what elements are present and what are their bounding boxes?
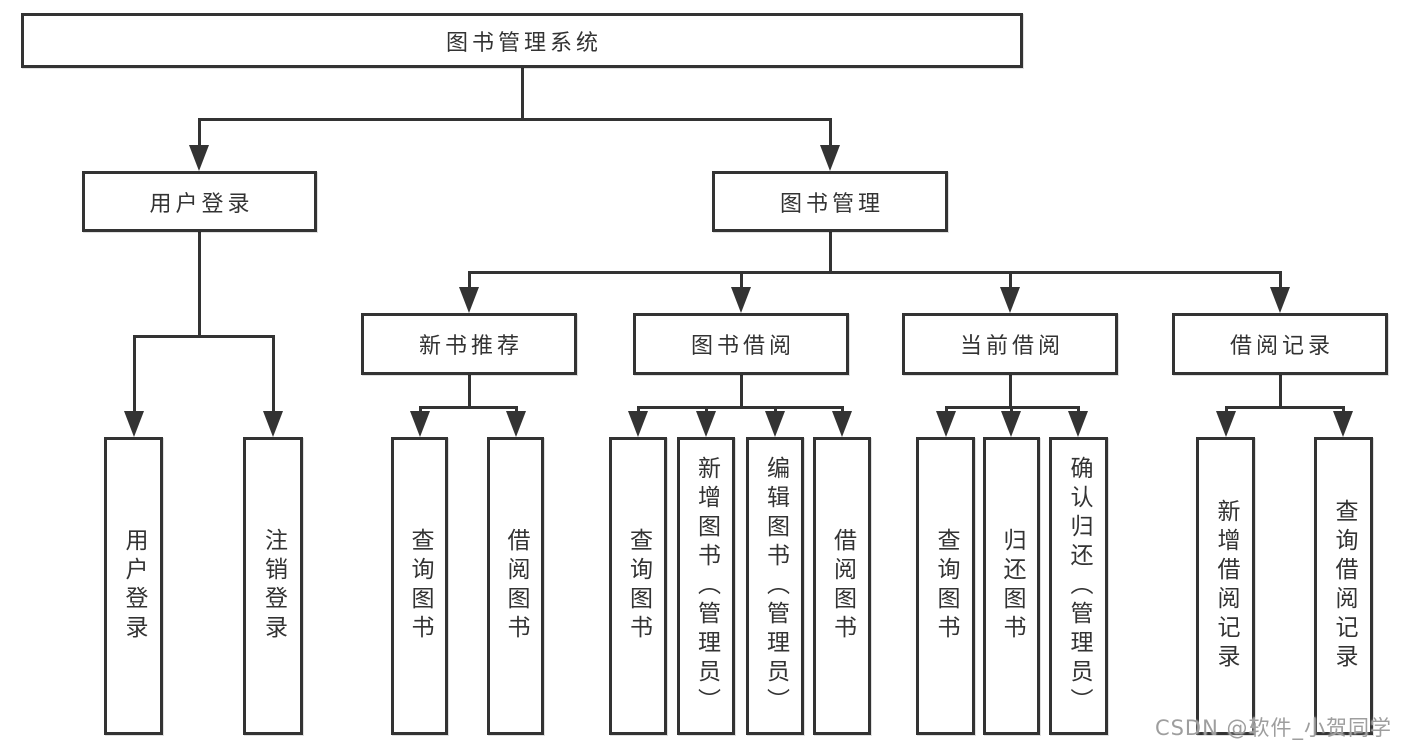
- leaf-recommend-query-book: 查询图书: [391, 437, 448, 735]
- connector-line: [1341, 407, 1345, 413]
- connector-line: [1076, 407, 1080, 413]
- node-borrow-record-label: 借阅记录: [1229, 334, 1334, 359]
- connector-line: [1278, 272, 1282, 289]
- connector-line: [197, 119, 201, 147]
- leaf-user-login-label: 用户登录: [121, 528, 147, 644]
- connector-line: [704, 407, 708, 413]
- leaf-borrow-borrow-book: 借阅图书: [813, 437, 871, 735]
- leaf-add-borrow-record-label: 新增借阅记录: [1213, 499, 1239, 673]
- arrowhead-icon: [1001, 411, 1021, 437]
- leaf-logout-label: 注销登录: [260, 528, 287, 644]
- connector-line: [1008, 375, 1012, 407]
- connector-line: [467, 272, 471, 289]
- connector-line: [739, 375, 743, 407]
- leaf-current-query-book: 查询图书: [916, 437, 975, 735]
- leaf-add-book-admin-label: 新增图书（管理员）: [693, 455, 720, 717]
- connector-line: [514, 407, 518, 413]
- arrowhead-icon: [696, 411, 716, 437]
- connector-line: [418, 405, 518, 409]
- node-book-management-label: 图书管理: [779, 191, 884, 217]
- leaf-add-borrow-record: 新增借阅记录: [1196, 437, 1255, 735]
- arrowhead-icon: [189, 145, 209, 171]
- leaf-query-borrow-record: 查询借阅记录: [1314, 437, 1373, 735]
- node-user-login-label: 用户登录: [149, 191, 254, 217]
- connector-line: [840, 407, 844, 413]
- leaf-confirm-return-admin: 确认归还（管理员）: [1049, 437, 1108, 735]
- leaf-confirm-return-admin-label: 确认归还（管理员）: [1066, 455, 1092, 717]
- connector-line: [197, 232, 201, 336]
- leaf-query-borrow-record-label: 查询借阅记录: [1331, 499, 1357, 673]
- connector-line: [828, 119, 832, 147]
- connector-line: [1278, 375, 1282, 407]
- node-user-login: 用户登录: [82, 171, 317, 232]
- node-current-borrow: 当前借阅: [902, 313, 1118, 375]
- leaf-user-login: 用户登录: [104, 437, 163, 735]
- leaf-recommend-query-book-label: 查询图书: [407, 528, 433, 644]
- arrowhead-icon: [628, 411, 648, 437]
- connector-line: [467, 270, 1282, 274]
- connector-line: [1224, 405, 1345, 409]
- connector-line: [739, 272, 743, 289]
- connector-line: [1008, 272, 1012, 289]
- connector-line: [636, 407, 640, 413]
- connector-line: [418, 407, 422, 413]
- connector-line: [828, 232, 832, 272]
- node-book-management: 图书管理: [712, 171, 948, 232]
- leaf-recommend-borrow-book-label: 借阅图书: [503, 528, 529, 644]
- connector-line: [636, 405, 844, 409]
- arrowhead-icon: [459, 287, 479, 313]
- arrowhead-icon: [1270, 287, 1290, 313]
- leaf-edit-book-admin-label: 编辑图书（管理员）: [762, 455, 789, 717]
- node-new-book-recommend: 新书推荐: [361, 313, 577, 375]
- arrowhead-icon: [506, 411, 526, 437]
- node-borrow-record: 借阅记录: [1172, 313, 1388, 375]
- node-book-borrow: 图书借阅: [633, 313, 849, 375]
- connector-line: [520, 68, 524, 119]
- leaf-return-book-label: 归还图书: [999, 528, 1025, 644]
- leaf-add-book-admin: 新增图书（管理员）: [677, 437, 735, 735]
- node-new-book-recommend-label: 新书推荐: [418, 334, 523, 359]
- connector-line: [197, 117, 832, 121]
- connector-line: [773, 407, 777, 413]
- arrowhead-icon: [936, 411, 956, 437]
- node-root-label: 图书管理系统: [445, 30, 602, 56]
- arrowhead-icon: [731, 287, 751, 313]
- leaf-borrow-query-book: 查询图书: [609, 437, 667, 735]
- connector-line: [271, 336, 275, 413]
- leaf-current-query-book-label: 查询图书: [933, 528, 959, 644]
- arrowhead-icon: [1000, 287, 1020, 313]
- arrowhead-icon: [765, 411, 785, 437]
- arrowhead-icon: [263, 411, 283, 437]
- connector-line: [1009, 407, 1013, 413]
- connector-line: [467, 375, 471, 407]
- connector-line: [132, 336, 136, 413]
- arrowhead-icon: [832, 411, 852, 437]
- node-current-borrow-label: 当前借阅: [959, 334, 1064, 359]
- node-root: 图书管理系统: [21, 13, 1023, 68]
- leaf-recommend-borrow-book: 借阅图书: [487, 437, 544, 735]
- leaf-edit-book-admin: 编辑图书（管理员）: [746, 437, 804, 735]
- arrowhead-icon: [410, 411, 430, 437]
- watermark: CSDN @软件_小贺同学: [1154, 716, 1392, 740]
- arrowhead-icon: [1216, 411, 1236, 437]
- connector-line: [132, 334, 275, 338]
- arrowhead-icon: [820, 145, 840, 171]
- arrowhead-icon: [124, 411, 144, 437]
- leaf-borrow-query-book-label: 查询图书: [625, 528, 652, 644]
- node-book-borrow-label: 图书借阅: [690, 334, 795, 359]
- connector-line: [944, 407, 948, 413]
- leaf-borrow-borrow-book-label: 借阅图书: [829, 528, 856, 644]
- connector-line: [1224, 407, 1228, 413]
- arrowhead-icon: [1333, 411, 1353, 437]
- arrowhead-icon: [1068, 411, 1088, 437]
- leaf-logout: 注销登录: [243, 437, 303, 735]
- leaf-return-book: 归还图书: [983, 437, 1040, 735]
